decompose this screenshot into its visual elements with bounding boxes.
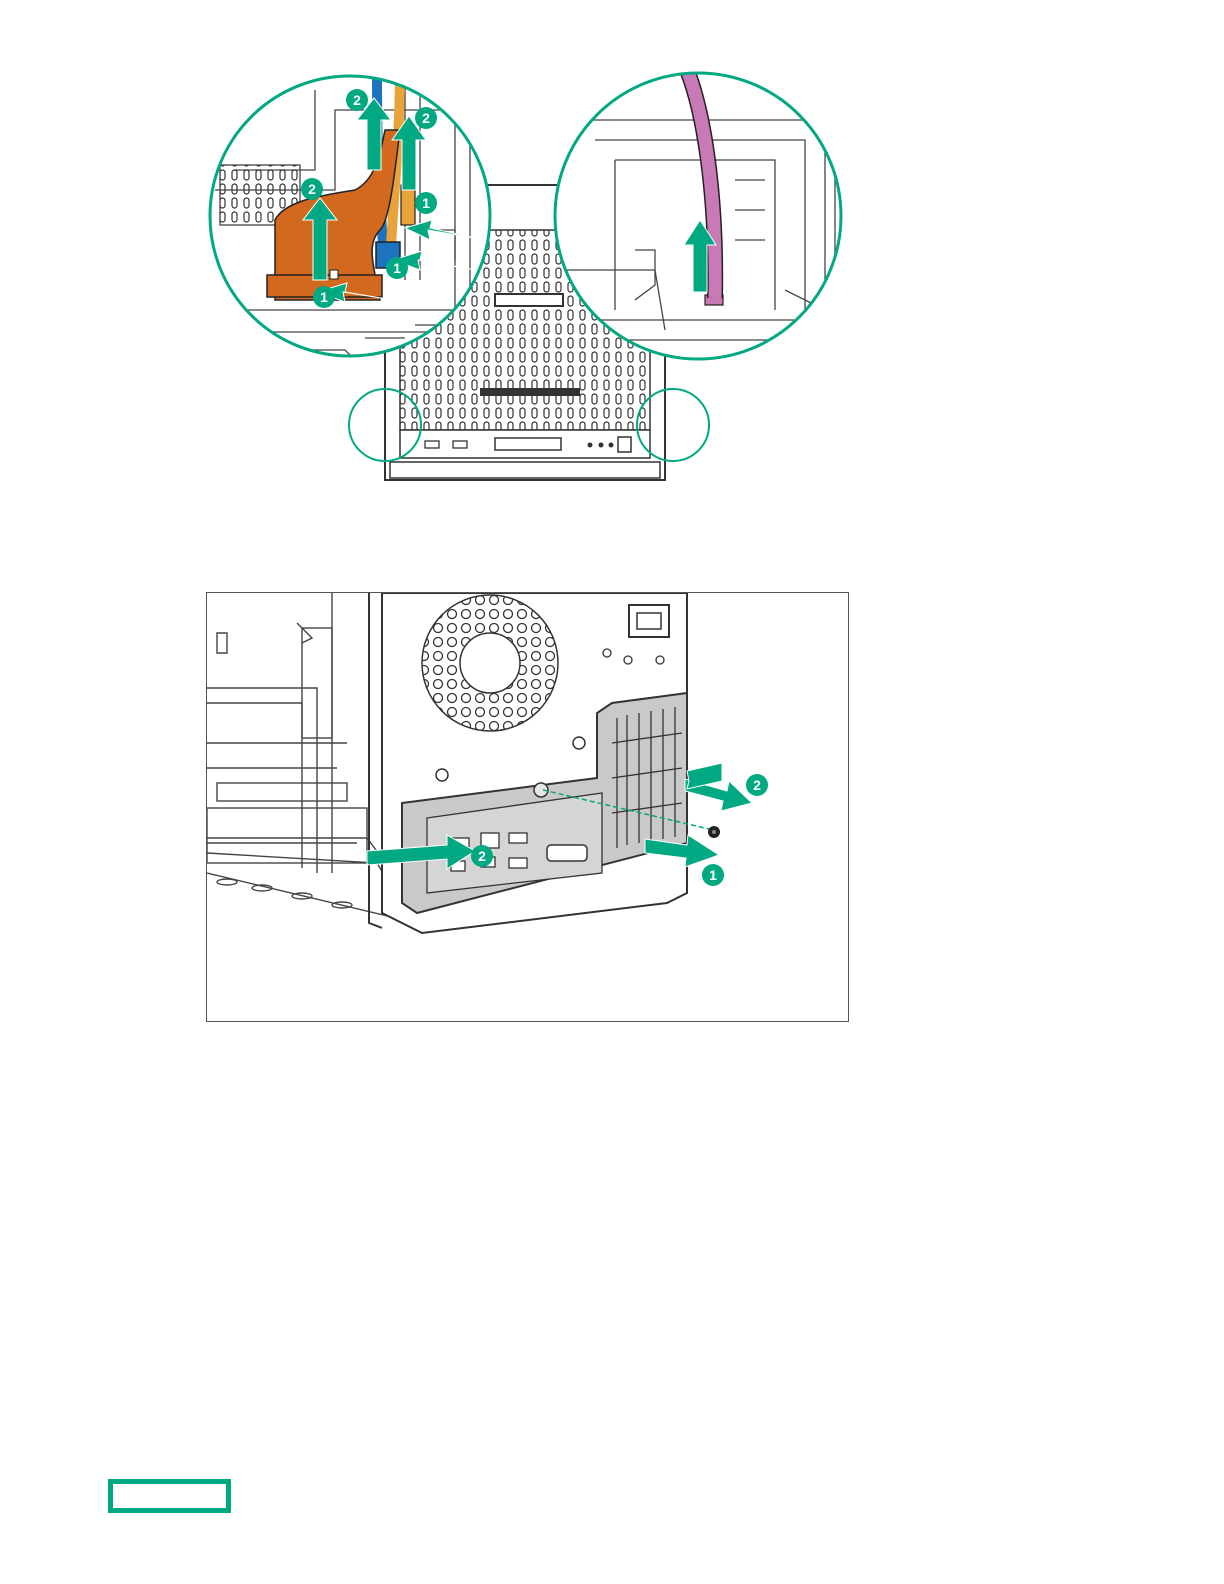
svg-text:2: 2: [478, 848, 486, 864]
callout-bottom-2b: 2: [746, 774, 768, 796]
svg-text:1: 1: [709, 867, 717, 883]
callout-top-left-1c: 1: [313, 286, 335, 308]
hpe-logo-icon: [108, 1479, 231, 1513]
figure-io-shield-removal-drawing: 2 2 1: [207, 593, 848, 1021]
svg-text:2: 2: [753, 777, 761, 793]
callout-top-left-1a: 1: [415, 192, 437, 214]
figure-cable-disconnect-drawing: 2 2 2 1 1 1: [205, 70, 850, 490]
callout-bottom-1: 1: [702, 864, 724, 886]
callout-top-left-2c: 2: [301, 178, 323, 200]
svg-text:1: 1: [422, 195, 430, 211]
svg-text:2: 2: [422, 110, 430, 126]
callout-top-left-1b: 1: [386, 257, 408, 279]
svg-text:1: 1: [393, 260, 401, 276]
server-rear-chassis: [369, 593, 687, 933]
svg-text:2: 2: [308, 181, 316, 197]
callout-bottom-2a: 2: [471, 845, 493, 867]
callout-top-left-2a: 2: [346, 89, 368, 111]
svg-text:2: 2: [353, 92, 361, 108]
figure-cable-disconnect: 2 2 2 1 1 1: [205, 70, 850, 490]
screw-icon: [708, 826, 720, 838]
svg-text:1: 1: [320, 289, 328, 305]
figure-io-shield-removal: 2 2 1: [206, 592, 849, 1022]
callout-top-left-2b: 2: [415, 107, 437, 129]
